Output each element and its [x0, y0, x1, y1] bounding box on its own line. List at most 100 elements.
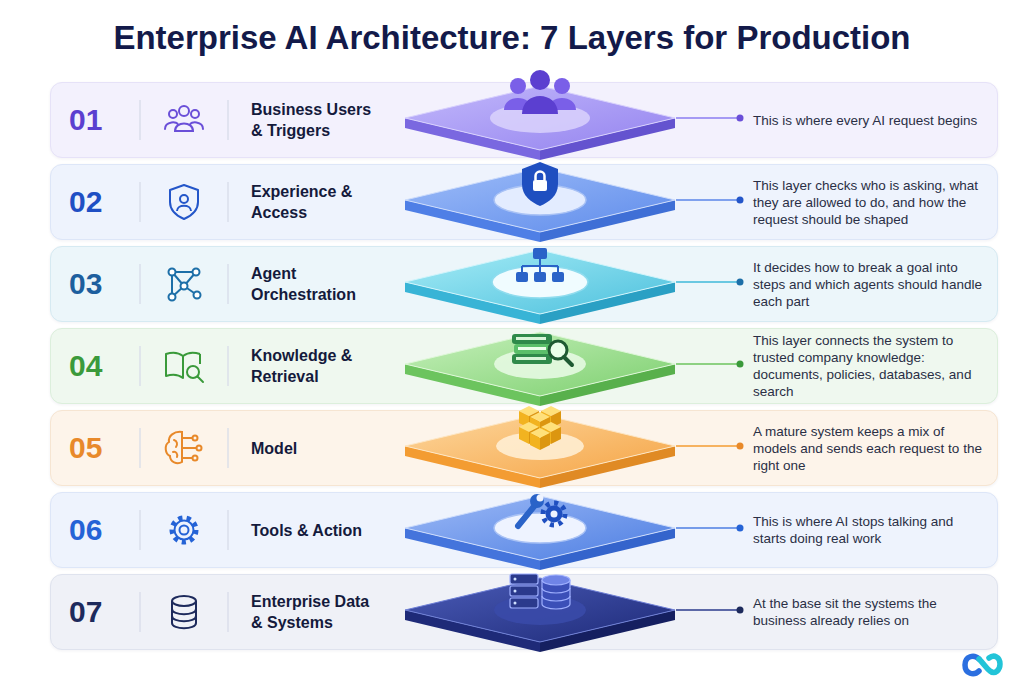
network-icon-part: [172, 272, 184, 286]
leader-lines-part: [737, 361, 744, 368]
gear-icon-part: [172, 518, 196, 542]
gear-icon: [172, 518, 196, 542]
row-separators-part: [227, 182, 228, 222]
row-separators-part: [139, 428, 140, 468]
layer-slab-part: [510, 574, 538, 584]
layer-slab: [405, 494, 675, 570]
layer-slab-part: [512, 354, 552, 364]
layer-slab-part-part: [530, 70, 550, 90]
layer-slab-part: [536, 172, 545, 181]
leader-lines-part: [737, 607, 744, 614]
layer-band: 04Knowledge & RetrievalThis layer connec…: [50, 328, 998, 404]
layer-slab-part-part: [541, 411, 551, 428]
layer-slab-part-part: [551, 411, 561, 428]
book-search-icon-part: [187, 366, 199, 378]
brain-circuit-icon-part: [174, 440, 177, 447]
brain-circuit-icon: [166, 432, 202, 463]
layer-slab-part: [552, 272, 564, 282]
layer-slab-part: [405, 86, 675, 150]
layer-band: 02 Experience & Access This layer checks w…: [50, 164, 998, 240]
brain-circuit-icon-part: [182, 457, 192, 459]
layer-slab-part: [512, 334, 552, 344]
layer-band: 01Business Users & TriggersThis is where…: [50, 82, 998, 158]
layer-description: This layer checks who is asking, what th…: [753, 177, 989, 228]
book-search-icon: [166, 353, 203, 382]
layer-slab-part-part: [529, 427, 539, 444]
layer-slab-part: [543, 503, 565, 525]
layer-slab-part: [516, 357, 546, 360]
layer-number: 02: [69, 185, 139, 219]
users-icon: [165, 106, 203, 131]
users-icon-part: [175, 124, 193, 132]
layer-band: 06Tools & ActionThis is where AI stops t…: [50, 492, 998, 568]
layer-slab-part: [540, 282, 675, 324]
network-icon: [169, 269, 201, 301]
shield-icon-part: [180, 195, 188, 203]
layer-slab-part: [541, 422, 561, 444]
brain-circuit-icon-part: [197, 446, 202, 451]
layer-slab-part: [494, 349, 586, 379]
row-separators-part: [227, 510, 228, 550]
network-icon-part: [193, 269, 200, 276]
network-icon-part: [181, 283, 188, 290]
layer-slab-part: [405, 332, 675, 396]
layer-name: Model: [251, 438, 383, 459]
brand-logo: [965, 656, 1000, 673]
layer-name: Knowledge & Retrieval: [251, 345, 383, 387]
layer-name: Business Users & Triggers: [251, 99, 383, 141]
layer-name: Experience & Access: [251, 181, 383, 223]
layer-slab-part: [405, 118, 540, 160]
network-icon-part: [184, 272, 196, 286]
layer-slab: [405, 406, 675, 488]
layer-band: 07Enterprise Data & SystemsAt the base s…: [50, 574, 998, 650]
network-icon-part: [172, 271, 196, 273]
network-icon-part: [169, 294, 176, 301]
layer-slab-part: [530, 494, 544, 508]
shield-icon-part: [170, 185, 198, 219]
layer-slab-part-part: [519, 427, 529, 444]
layer-slab-part: [533, 248, 547, 259]
layer-slab-part: [551, 511, 558, 518]
users-icon-part: [165, 122, 178, 129]
layer-slab-part: [540, 118, 675, 160]
leader-lines-part: [676, 363, 738, 365]
layer-slab-part: [405, 364, 540, 406]
row-separators-part: [227, 264, 228, 304]
layer-slab-part: [542, 575, 570, 585]
leader-lines-part: [676, 609, 738, 611]
layer-slab-part: [542, 580, 570, 609]
row-separators-part: [227, 428, 228, 468]
layer-slab-part: [490, 103, 590, 133]
database-icon-part: [172, 601, 196, 628]
row-separators-part: [227, 346, 228, 386]
layer-slab-part: [540, 528, 675, 570]
layer-slab-part: [519, 422, 539, 444]
layer-slab-part: [494, 595, 586, 625]
book-search-icon-part: [198, 377, 204, 383]
layer-slab-part-part: [540, 433, 550, 450]
layer-band: 03Agent OrchestrationIt decides how to b…: [50, 246, 998, 322]
layer-slab: [405, 574, 675, 652]
layer-slab: [405, 70, 675, 160]
database-icon-part: [172, 616, 196, 621]
row-separators-part: [227, 100, 228, 140]
leader-lines-part: [737, 115, 744, 122]
layer-slab-part-part: [530, 428, 550, 438]
layer-slab-part: [530, 428, 550, 450]
shield-icon: [170, 185, 198, 219]
layer-slab-part: [405, 528, 540, 570]
network-icon-part: [194, 292, 201, 299]
network-icon-part: [172, 286, 184, 297]
users-icon-part: [179, 106, 189, 116]
layer-slab-part: [549, 341, 567, 359]
layer-band: 05ModelA mature system keeps a mix of mo…: [50, 410, 998, 486]
layer-name: Tools & Action: [251, 520, 383, 541]
layer-slab-part: [492, 266, 588, 298]
brain-circuit-icon-part: [173, 452, 177, 457]
layer-slab-part-part: [554, 78, 570, 94]
leader-lines-part: [737, 443, 744, 450]
layer-slab-part: [522, 259, 558, 272]
layer-slab-part-part: [540, 417, 550, 434]
layer-name: Enterprise Data & Systems: [251, 591, 383, 633]
